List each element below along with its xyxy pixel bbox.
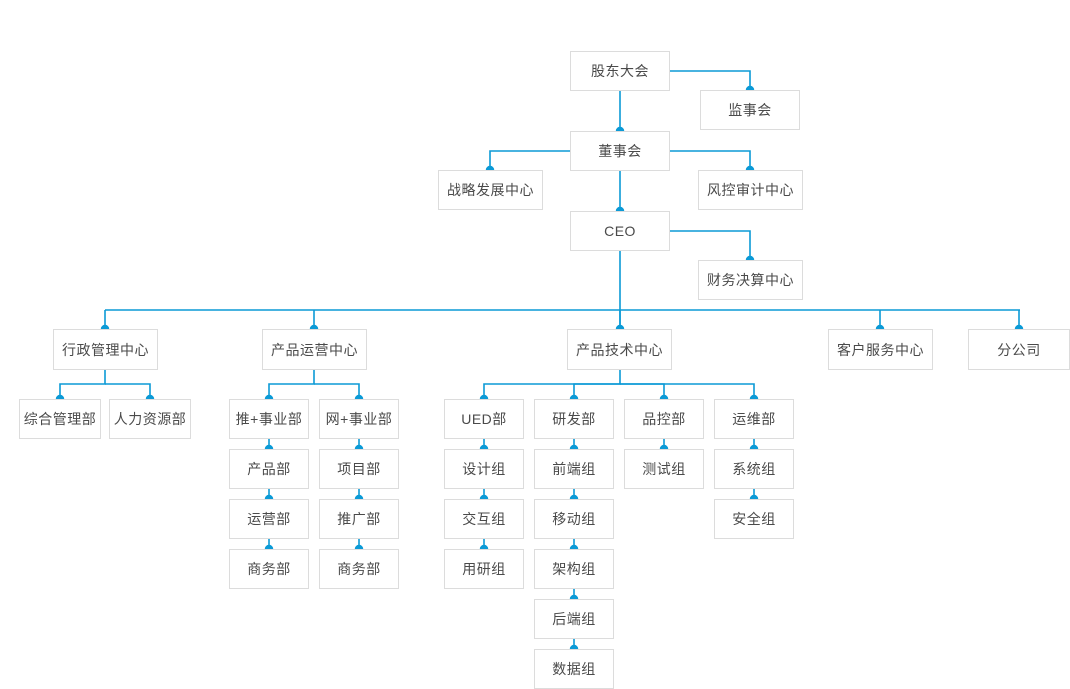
org-node-label: 测试组 — [642, 461, 686, 477]
org-node-rd_mobile[interactable]: 移动组 — [534, 499, 614, 539]
org-node-ued_research[interactable]: 用研组 — [444, 549, 524, 589]
org-node-customer[interactable]: 客户服务中心 — [828, 329, 933, 370]
org-node-label: 项目部 — [337, 461, 381, 477]
org-node-rd[interactable]: 研发部 — [534, 399, 614, 439]
org-node-ued_design[interactable]: 设计组 — [444, 449, 524, 489]
org-node-ued[interactable]: UED部 — [444, 399, 524, 439]
org-node-prodops[interactable]: 产品运营中心 — [262, 329, 367, 370]
org-node-wang_promo[interactable]: 推广部 — [319, 499, 399, 539]
org-node-tui_biz[interactable]: 商务部 — [229, 549, 309, 589]
org-node-label: 产品运营中心 — [271, 341, 358, 358]
org-node-label: 运营部 — [247, 511, 291, 527]
org-node-ceo[interactable]: CEO — [570, 211, 670, 251]
connector-line — [573, 383, 620, 399]
org-node-label: 商务部 — [337, 561, 381, 577]
org-node-qa_test[interactable]: 测试组 — [624, 449, 704, 489]
org-node-label: 董事会 — [598, 143, 642, 159]
org-node-label: 人力资源部 — [113, 411, 187, 427]
org-node-label: 架构组 — [552, 561, 596, 577]
org-node-label: 战略发展中心 — [447, 182, 534, 198]
org-node-label: UED部 — [461, 411, 507, 427]
connector-line — [670, 150, 751, 170]
org-node-wang_bu[interactable]: 网+事业部 — [319, 399, 399, 439]
org-node-label: CEO — [604, 223, 636, 239]
org-node-label: 监事会 — [728, 102, 772, 118]
org-node-rd_arch[interactable]: 架构组 — [534, 549, 614, 589]
org-node-label: 行政管理中心 — [62, 341, 149, 358]
org-node-label: 运维部 — [732, 411, 776, 427]
connector-line — [670, 70, 751, 90]
connector-line — [620, 383, 665, 399]
org-node-label: 系统组 — [732, 461, 776, 477]
org-node-tui_ops[interactable]: 运营部 — [229, 499, 309, 539]
org-node-label: 前端组 — [552, 461, 596, 477]
org-node-label: 股东大会 — [591, 63, 649, 79]
org-node-qa[interactable]: 品控部 — [624, 399, 704, 439]
org-node-rd_back[interactable]: 后端组 — [534, 599, 614, 639]
org-node-admin[interactable]: 行政管理中心 — [53, 329, 158, 370]
org-node-admin_hr[interactable]: 人力资源部 — [109, 399, 191, 439]
connector-line — [59, 370, 106, 399]
org-node-tui_bu[interactable]: 推+事业部 — [229, 399, 309, 439]
org-node-label: 移动组 — [552, 511, 596, 527]
org-node-finance[interactable]: 财务决算中心 — [698, 260, 803, 300]
org-node-ops[interactable]: 运维部 — [714, 399, 794, 439]
org-node-board[interactable]: 董事会 — [570, 131, 670, 171]
org-node-label: 用研组 — [462, 561, 506, 577]
org-node-admin_general[interactable]: 综合管理部 — [19, 399, 101, 439]
org-node-ops_security[interactable]: 安全组 — [714, 499, 794, 539]
org-node-label: 分公司 — [997, 341, 1041, 358]
org-node-label: 安全组 — [732, 511, 776, 527]
org-node-wang_biz[interactable]: 商务部 — [319, 549, 399, 589]
connector-line — [268, 370, 315, 399]
org-node-rd_front[interactable]: 前端组 — [534, 449, 614, 489]
org-node-tui_product[interactable]: 产品部 — [229, 449, 309, 489]
org-node-label: 客户服务中心 — [837, 341, 924, 358]
org-node-strategy[interactable]: 战略发展中心 — [438, 170, 543, 210]
connector-line — [483, 370, 621, 399]
org-node-ued_inter[interactable]: 交互组 — [444, 499, 524, 539]
org-node-label: 后端组 — [552, 611, 596, 627]
org-node-label: 产品部 — [247, 461, 291, 477]
org-node-wang_project[interactable]: 项目部 — [319, 449, 399, 489]
org-node-label: 商务部 — [247, 561, 291, 577]
org-node-label: 数据组 — [552, 661, 596, 677]
org-node-label: 设计组 — [462, 461, 506, 477]
org-node-prodtech[interactable]: 产品技术中心 — [567, 329, 672, 370]
org-node-label: 推+事业部 — [235, 411, 303, 427]
org-node-rd_data[interactable]: 数据组 — [534, 649, 614, 689]
org-node-label: 推广部 — [337, 511, 381, 527]
org-node-supervisors[interactable]: 监事会 — [700, 90, 800, 130]
org-node-ops_system[interactable]: 系统组 — [714, 449, 794, 489]
org-node-label: 交互组 — [462, 511, 506, 527]
org-node-label: 产品技术中心 — [576, 341, 663, 358]
connector-line — [489, 150, 570, 170]
org-node-label: 风控审计中心 — [707, 182, 794, 198]
org-node-label: 网+事业部 — [325, 411, 393, 427]
org-node-label: 综合管理部 — [23, 411, 97, 427]
org-node-riskaudit[interactable]: 风控审计中心 — [698, 170, 803, 210]
org-node-branch[interactable]: 分公司 — [968, 329, 1070, 370]
connector-line — [620, 383, 755, 399]
connector-line — [105, 383, 151, 399]
connector-line — [670, 230, 751, 260]
org-node-label: 品控部 — [642, 411, 686, 427]
org-node-label: 研发部 — [552, 411, 596, 427]
connector-line — [314, 383, 360, 399]
org-node-label: 财务决算中心 — [707, 272, 794, 288]
org-node-shareholders[interactable]: 股东大会 — [570, 51, 670, 91]
